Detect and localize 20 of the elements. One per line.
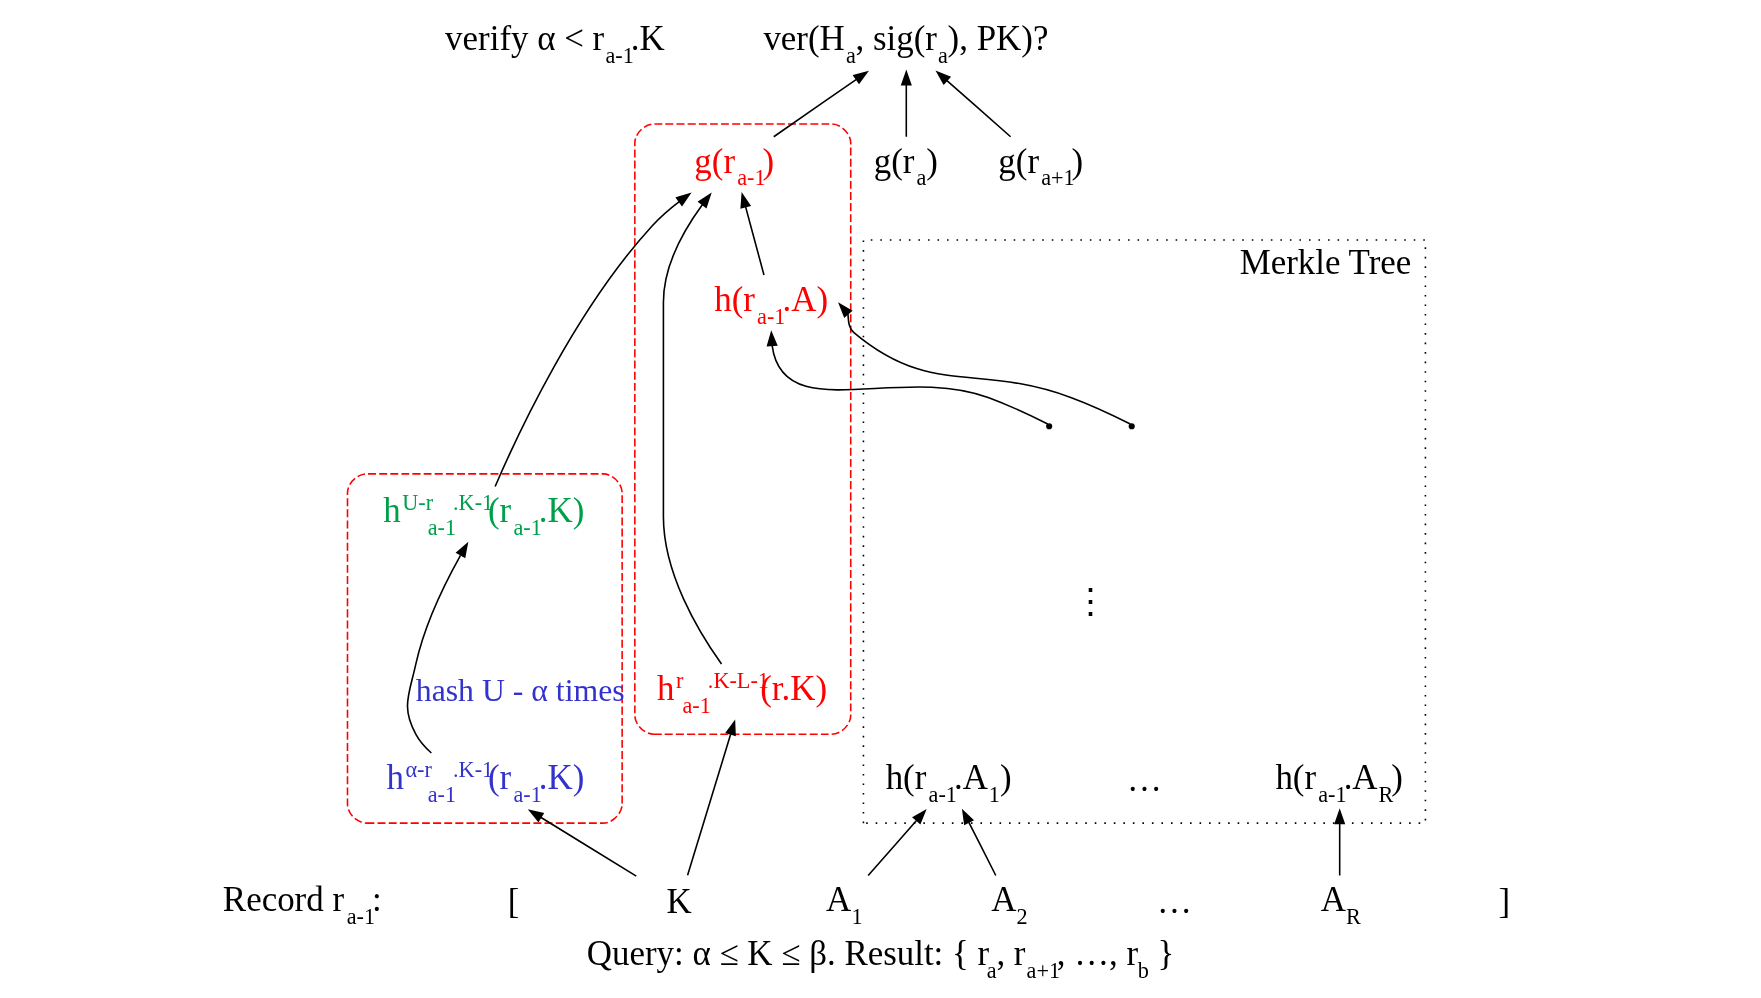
- label: verify α < r$_{a-1}$.K: [445, 19, 665, 68]
- label: ⋮: [1072, 581, 1108, 621]
- edge-label: hash U - α times: [415, 672, 625, 708]
- label: Record r$_{a-1}$:: [222, 880, 382, 929]
- label: [: [507, 881, 520, 921]
- node-text: ver(H$_{a}$, sig(r$_{a}$), PK)?: [763, 19, 1049, 68]
- node-text: A$_{R}$: [1320, 880, 1361, 929]
- node-text: h(r$_{a-1}$.A$_{R}$): [1275, 758, 1403, 807]
- label: …: [1157, 881, 1193, 921]
- node-text: A$_{1}$: [826, 880, 863, 929]
- label: …: [1126, 759, 1162, 799]
- node-text: g(r$_{a-1}$): [694, 141, 775, 191]
- node-text: g(r$_{a+1}$): [998, 141, 1084, 191]
- node-text: A$_{2}$: [991, 880, 1028, 929]
- caption: Query: α ≤ K ≤ β. Result: { r$_{a}$, r$_{a+1}$, …, r$_{b}$ }: [586, 934, 1175, 983]
- node-text: h(r$_{a-1}$.A$_{1}$): [885, 758, 1012, 807]
- node-text: g(r$_{a}$): [873, 141, 938, 191]
- node-text: h(r$_{a-1}$.A): [714, 280, 829, 329]
- node-text: K: [666, 881, 692, 921]
- label: ]: [1498, 881, 1511, 921]
